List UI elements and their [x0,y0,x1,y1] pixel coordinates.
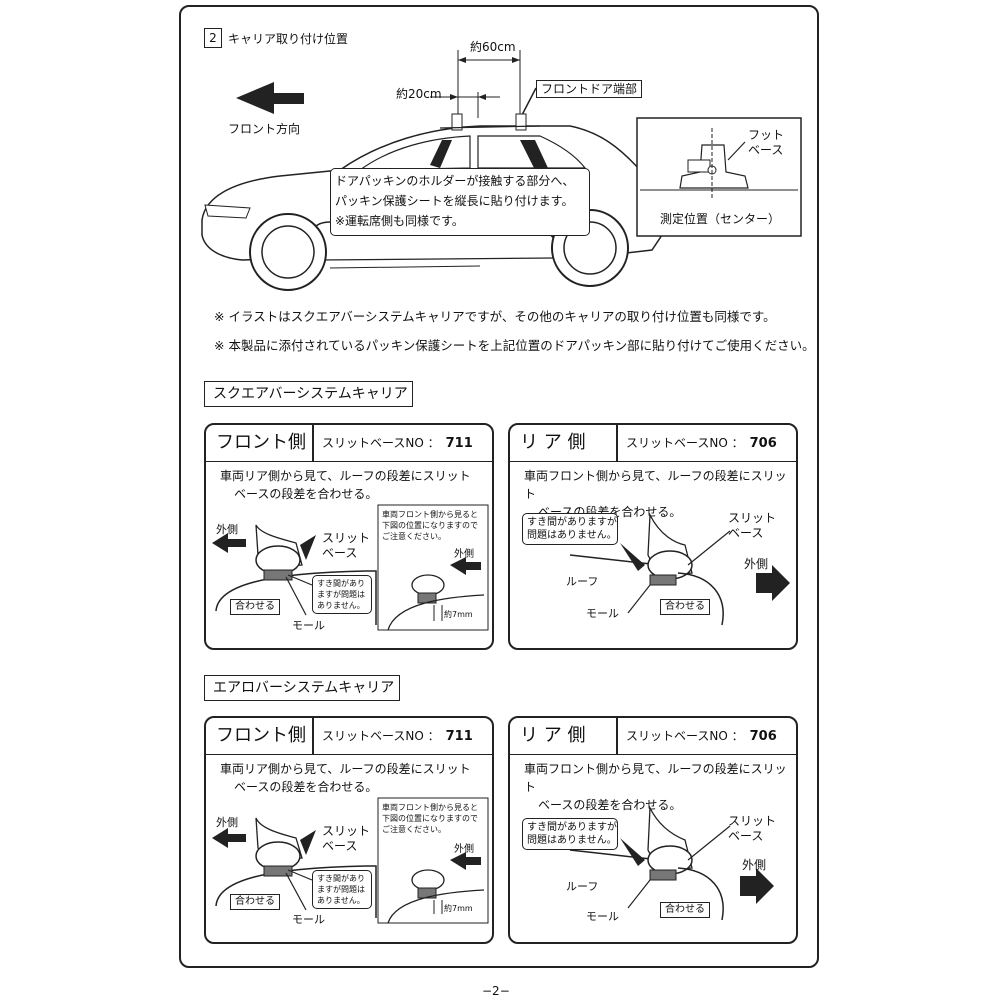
note-2: ※ 本製品に添付されているパッキン保護シートを上記位置のドアパッキン部に貼り付け… [214,338,815,353]
panel-instruction: 車両フロント側から見て、ルーフの段差にスリット ベースの段差を合わせる。 [524,762,787,812]
inset-dimension: 約7mm [444,610,473,619]
front-door-edge-label: フロントドア端部 [536,80,643,98]
roof-label: ルーフ [566,575,599,588]
panel-header: フロント側 スリットベースNO ：711 [206,718,492,755]
aero-rear-diagram [569,805,774,921]
panel-header: リ ア 側 スリットベースNO ：706 [510,718,796,755]
slit-base-number: スリットベースNO ：711 [322,729,473,744]
outside-label: 外側 [742,858,767,872]
measure-position-label: 測定位置（センター） [660,212,781,226]
align-label: 合わせる [660,902,710,918]
panel-side-title: フロント側 [216,432,306,453]
outside-label: 外側 [744,557,769,571]
front-direction-label: フロント方向 [228,122,301,136]
page-frame [179,5,819,968]
mole-label: モール [586,607,619,620]
slit-base-label: スリット ベース [322,531,371,560]
page-number: −2− [482,984,510,998]
align-label: 合わせる [230,599,280,615]
gap-note: すき間がありますが 問題はありません。 [522,513,618,545]
inset-note: 車両フロント側から見ると 下図の位置になりますので ご注意ください。 [382,803,478,834]
aero-front-panel: フロント側 スリットベースNO ：711 車両リア側から見て、ルーフの段差にスリ… [204,716,494,944]
section-number: 2 [204,28,222,48]
mole-label: モール [586,910,619,923]
outside-label: 外側 [216,523,238,536]
aero-front-diagram [212,797,489,924]
mole-label: モール [292,913,325,926]
dimension-20cm: 約20cm [396,87,442,101]
aero-rear-panel: リ ア 側 スリットベースNO ：706 車両フロント側から見て、ルーフの段差に… [508,716,798,944]
gap-note: すき間があり ますが問題は ありません。 [312,575,372,614]
instruction-line: パッキン保護シートを縦長に貼り付けます。 [335,194,574,208]
slit-base-label: スリット ベース [322,824,371,853]
note-1: ※ イラストはスクエアバーシステムキャリアですが、その他のキャリアの取り付け位置… [214,309,776,324]
inset-outside-label: 外側 [454,549,474,560]
panel-instruction: 車両フロント側から見て、ルーフの段差にスリット ベースの段差を合わせる。 [524,469,787,519]
roof-label: ルーフ [566,880,599,893]
instruction-callout: ドアパッキンのホルダーが接触する部分へ、 パッキン保護シートを縦長に貼り付けます… [330,168,590,236]
inset-note: 車両フロント側から見ると 下図の位置になりますので ご注意ください。 [382,510,478,541]
square-rear-diagram [569,512,790,626]
slit-base-number: スリットベースNO ：706 [626,729,777,744]
mole-label: モール [292,619,325,632]
slit-base-number: スリットベースNO ：706 [626,436,777,451]
panel-instruction: 車両リア側から見て、ルーフの段差にスリット ベースの段差を合わせる。 [220,762,471,794]
square-bar-heading: スクエアバーシステムキャリア [204,381,413,407]
panel-side-title: リ ア 側 [520,432,586,453]
inset-dimension: 約7mm [444,904,473,913]
foot-base-label-1: フット [748,128,785,142]
section-title: キャリア取り付け位置 [228,32,349,46]
slit-base-label: スリット ベース [728,511,777,540]
gap-note: すき間があり ますが問題は ありません。 [312,870,372,909]
square-rear-panel: リ ア 側 スリットベースNO ：706 車両フロント側から見て、ルーフの段差に… [508,423,798,650]
instruction-line: ドアパッキンのホルダーが接触する部分へ、 [335,174,575,188]
aero-bar-heading: エアロバーシステムキャリア [204,675,400,701]
square-front-panel: フロント側 スリットベースNO ：711 車両リア側から見て、ルーフの段差にスリ… [204,423,494,650]
slit-base-label: スリット ベース [728,814,777,843]
inset-outside-label: 外側 [454,844,474,855]
align-label: 合わせる [660,599,710,615]
square-front-diagram [212,504,489,631]
panel-instruction: 車両リア側から見て、ルーフの段差にスリット ベースの段差を合わせる。 [220,469,471,501]
instruction-line: ※運転席側も同様です。 [335,214,464,228]
panel-side-title: リ ア 側 [520,725,586,746]
panel-side-title: フロント側 [216,725,306,746]
panel-header: フロント側 スリットベースNO ：711 [206,425,492,462]
outside-label: 外側 [216,816,238,829]
panel-header: リ ア 側 スリットベースNO ：706 [510,425,796,462]
gap-note: すき間がありますが 問題はありません。 [522,818,618,850]
align-label: 合わせる [230,894,280,910]
dimension-60cm: 約60cm [470,40,516,54]
slit-base-number: スリットベースNO ：711 [322,436,473,451]
foot-base-label-2: ベース [748,143,784,157]
